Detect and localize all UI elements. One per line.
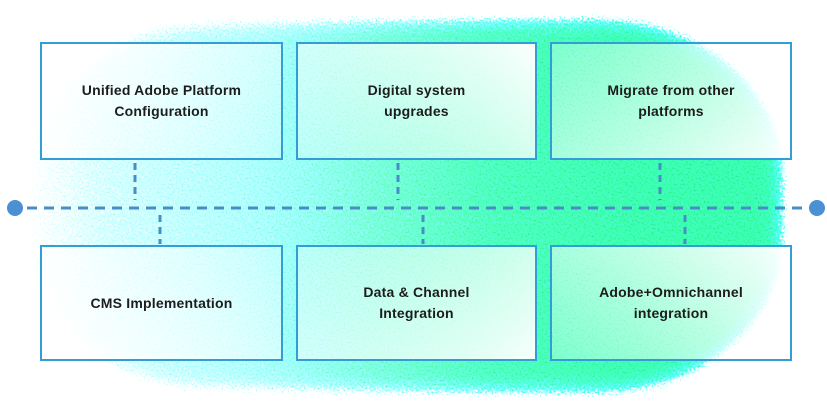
card-label: Adobe+Omnichannel integration bbox=[599, 284, 743, 321]
timeline-endpoint-right bbox=[809, 200, 825, 216]
feature-card-unified-adobe-platform-configuration: Unified Adobe Platform Configuration bbox=[40, 42, 283, 160]
feature-card-adobe-omnichannel-integration: Adobe+Omnichannel integration bbox=[550, 245, 792, 361]
card-label: Unified Adobe Platform Configuration bbox=[81, 82, 242, 119]
card-label: Data & Channel Integration bbox=[363, 284, 470, 321]
card-label: Migrate from other platforms bbox=[607, 82, 735, 119]
feature-card-migrate-from-other-platforms: Migrate from other platforms bbox=[550, 42, 792, 160]
feature-card-cms-implementation: CMS Implementation bbox=[40, 245, 283, 361]
timeline-endpoint-left bbox=[7, 200, 23, 216]
card-label: Digital system upgrades bbox=[367, 82, 466, 119]
card-label: CMS Implementation bbox=[90, 294, 233, 311]
feature-card-digital-system-upgrades: Digital system upgrades bbox=[296, 42, 537, 160]
feature-card-data-channel-integration: Data & Channel Integration bbox=[296, 245, 537, 361]
